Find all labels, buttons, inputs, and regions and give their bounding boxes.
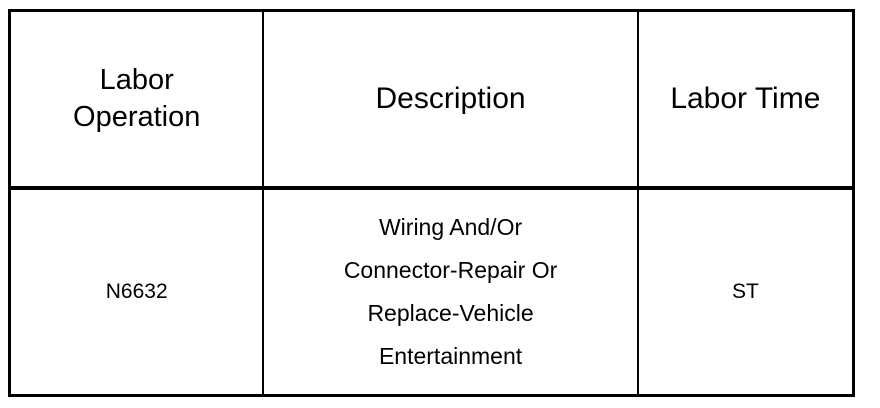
table-body: N6632 Wiring And/Or Connector-Repair Or … <box>9 187 854 396</box>
cell-description: Wiring And/Or Connector-Repair Or Replac… <box>262 187 638 396</box>
column-header-description: Description <box>262 10 638 190</box>
column-header-labor-operation-label: Labor Operation <box>73 63 201 133</box>
table-header-row: Labor Operation Description Labor Time <box>9 10 854 190</box>
labor-operation-code: N6632 <box>105 279 168 303</box>
table-header: Labor Operation Description Labor Time <box>9 10 854 190</box>
column-header-labor-operation: Labor Operation <box>9 10 264 190</box>
column-header-labor-time-label: Labor Time <box>670 82 821 116</box>
labor-operation-table: Labor Operation Description Labor Time N… <box>8 9 855 397</box>
cell-labor-time: ST <box>636 187 854 396</box>
cell-labor-operation: N6632 <box>9 187 264 396</box>
labor-time-value: ST <box>731 279 759 303</box>
table-row: N6632 Wiring And/Or Connector-Repair Or … <box>9 187 854 396</box>
column-header-labor-time: Labor Time <box>636 10 854 190</box>
column-header-description-label: Description <box>375 82 526 116</box>
description-text: Wiring And/Or Connector-Repair Or Replac… <box>343 213 558 369</box>
